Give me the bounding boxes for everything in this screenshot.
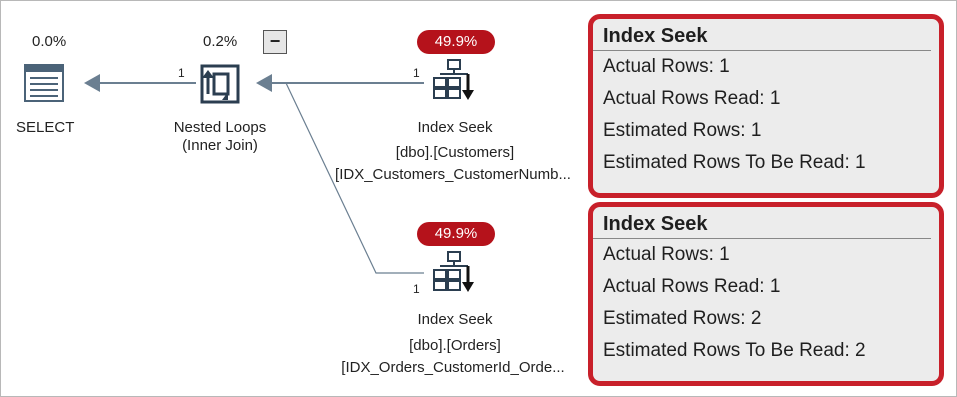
orders-seek-table: [dbo].[Orders] [409,337,501,354]
orders-seek-label: Index Seek [417,311,493,328]
index-seek-icon[interactable] [432,58,476,102]
nested-loops-label: Nested Loops [173,119,267,136]
tooltip-estimated-rows: Estimated Rows: 1 [603,120,762,141]
tooltip-actual-rows-read: Actual Rows Read: 1 [603,88,781,109]
tooltip-estimated-rows-to-read: Estimated Rows To Be Read: 1 [603,152,866,173]
select-label: SELECT [16,119,75,136]
customers-seek-rows: 1 [413,66,420,80]
tooltip-actual-rows: Actual Rows: 1 [603,244,730,265]
tooltip-title: Index Seek [593,19,931,51]
nested-loops-icon[interactable] [198,60,244,106]
collapse-icon[interactable]: − [263,30,287,54]
nested-loops-rows: 1 [178,66,185,80]
customers-seek-cost-badge: 49.9% [417,30,495,54]
nested-loops-cost: 0.2% [203,33,238,50]
index-seek-icon[interactable] [432,250,476,294]
tooltip-estimated-rows: Estimated Rows: 2 [603,308,762,329]
select-cost: 0.0% [32,33,67,50]
tooltip-actual-rows-read: Actual Rows Read: 1 [603,276,781,297]
arrow-nested-orders [285,82,424,274]
orders-seek-index: [IDX_Orders_CustomerId_Orde... [341,359,565,376]
orders-seek-tooltip: Index Seek Actual Rows: 1 Actual Rows Re… [588,202,944,386]
tooltip-estimated-rows-to-read: Estimated Rows To Be Read: 2 [603,340,866,361]
orders-seek-rows: 1 [413,282,420,296]
select-icon[interactable] [24,64,64,102]
orders-seek-cost-badge: 49.9% [417,222,495,246]
nested-loops-sublabel: (Inner Join) [182,137,258,154]
customers-seek-tooltip: Index Seek Actual Rows: 1 Actual Rows Re… [588,14,944,198]
tooltip-title: Index Seek [593,207,931,239]
customers-seek-index: [IDX_Customers_CustomerNumb... [335,166,571,183]
arrow-select-nested [84,74,196,92]
customers-seek-label: Index Seek [417,119,493,136]
customers-seek-table: [dbo].[Customers] [395,144,515,161]
arrow-nested-customers [256,74,424,92]
tooltip-actual-rows: Actual Rows: 1 [603,56,730,77]
